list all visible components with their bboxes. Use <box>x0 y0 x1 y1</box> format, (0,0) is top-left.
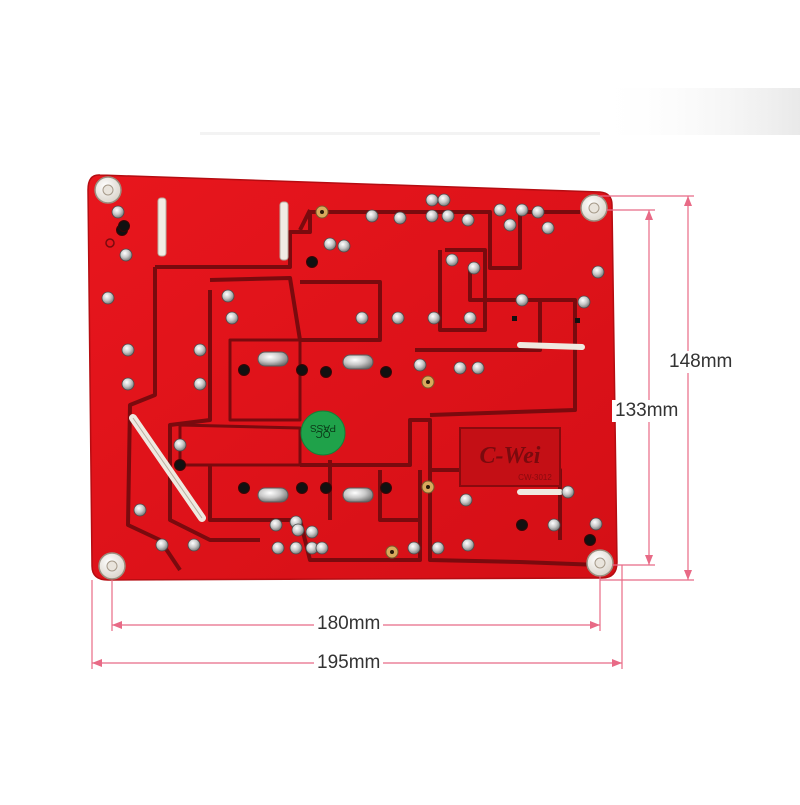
solder-pad <box>425 193 439 207</box>
solder-pad <box>291 523 305 537</box>
solder-pad <box>289 541 303 555</box>
component-hole <box>516 519 528 531</box>
solder-pad <box>577 295 591 309</box>
component-hole <box>118 220 130 232</box>
solder-pad <box>427 311 441 325</box>
solder-pad <box>121 377 135 391</box>
solder-pad <box>225 311 239 325</box>
component-hole <box>174 459 186 471</box>
component-holes <box>116 205 596 559</box>
solder-pad <box>221 289 235 303</box>
solder-pad <box>461 538 475 552</box>
solder-pad <box>515 203 529 217</box>
component-hole <box>296 482 308 494</box>
solder-pad <box>437 193 451 207</box>
component-hole <box>320 366 332 378</box>
solder-pad <box>445 253 459 267</box>
dimension-label-195: 195mm <box>314 652 384 674</box>
component-hole <box>306 256 318 268</box>
solder-pad <box>193 377 207 391</box>
solder-pad <box>305 525 319 539</box>
solder-pad <box>365 209 379 223</box>
solder-pad <box>461 213 475 227</box>
solder-pad <box>459 493 473 507</box>
component-hole <box>320 482 332 494</box>
solder-pad <box>111 205 125 219</box>
solder-pad <box>393 211 407 225</box>
solder-pad <box>441 209 455 223</box>
solder-pad <box>503 218 517 232</box>
brand-logo-text: C-Wei <box>480 443 541 469</box>
qc-sticker-line1: QC <box>316 428 331 439</box>
solder-pad <box>187 538 201 552</box>
component-hole <box>380 482 392 494</box>
solder-pad <box>591 265 605 279</box>
solder-pad <box>413 358 427 372</box>
brand-logo: C-Wei CW-3012 <box>459 427 561 487</box>
solder-pad <box>547 518 561 532</box>
solder-pad <box>467 261 481 275</box>
solder-pad <box>155 538 169 552</box>
solder-pad <box>561 485 575 499</box>
dimension-label-180: 180mm <box>314 613 384 635</box>
solder-pad <box>463 311 477 325</box>
solder-pad <box>269 518 283 532</box>
resistor-top-left <box>157 197 167 257</box>
solder-pad <box>589 517 603 531</box>
solder-pad <box>391 311 405 325</box>
solder-pad <box>173 438 187 452</box>
oval-solder-joints <box>257 351 374 503</box>
solder-pads <box>101 193 605 559</box>
component-hole <box>238 482 250 494</box>
component-hole <box>238 364 250 376</box>
model-text: CW-3012 <box>518 473 552 482</box>
qc-pass-sticker: QC PASS <box>300 410 346 456</box>
solder-pad <box>515 293 529 307</box>
component-hole <box>584 534 596 546</box>
dimension-label-133: 133mm <box>612 400 682 422</box>
pcb-markings <box>105 238 580 323</box>
component-hole <box>380 366 392 378</box>
solder-pad <box>193 343 207 357</box>
background-shine <box>200 88 800 135</box>
gold-pad-hole <box>426 485 430 489</box>
solder-pad <box>541 221 555 235</box>
resistor-right-middle <box>517 342 585 350</box>
gold-pad-hole <box>320 210 324 214</box>
solder-pad <box>431 541 445 555</box>
mounting-standoffs <box>94 176 614 580</box>
qc-sticker-line2: PASS <box>310 422 336 433</box>
solder-pad <box>471 361 485 375</box>
solder-pad <box>323 237 337 251</box>
solder-pad <box>425 209 439 223</box>
component-hole <box>296 364 308 376</box>
solder-pad <box>531 205 545 219</box>
solder-pad <box>133 503 147 517</box>
solder-pad <box>407 541 421 555</box>
solder-pad <box>493 203 507 217</box>
dimension-label-148: 148mm <box>666 351 736 373</box>
solder-pad <box>101 291 115 305</box>
solder-pad <box>271 541 285 555</box>
gold-pad-hole <box>426 380 430 384</box>
ceramic-resistors <box>129 197 585 522</box>
solder-pad <box>337 239 351 253</box>
dimension-lines <box>91 195 694 669</box>
solder-pad <box>315 541 329 555</box>
solder-pad <box>121 343 135 357</box>
solder-pad <box>355 311 369 325</box>
gold-pad-hole <box>390 550 394 554</box>
solder-pad <box>119 248 133 262</box>
resistor-top-middle <box>279 201 289 261</box>
solder-pad <box>453 361 467 375</box>
pcb-board <box>87 174 618 581</box>
